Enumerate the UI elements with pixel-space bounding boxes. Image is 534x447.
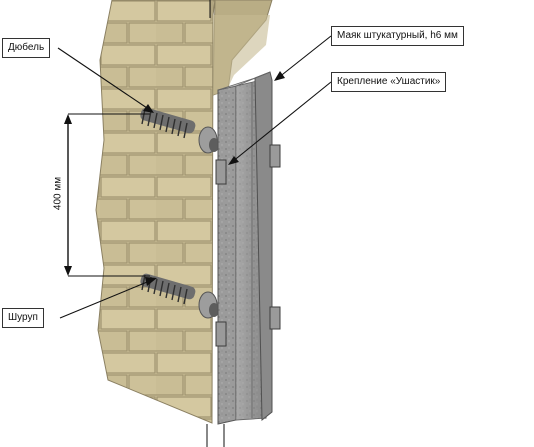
leader-screw — [59, 277, 157, 319]
dimension-line — [64, 113, 150, 277]
leader-clip — [228, 81, 332, 165]
brick-wall — [95, 0, 273, 424]
screw-label: Шуруп — [2, 308, 44, 328]
leader-beacon — [274, 35, 332, 81]
dimension-label: 400 мм — [52, 176, 64, 211]
clip-bottom — [215, 306, 281, 347]
leader-dowel — [57, 47, 154, 113]
dowel-top — [140, 107, 219, 154]
clip-top — [215, 144, 281, 185]
plaster-beacon-profile — [217, 71, 273, 425]
section-lines — [206, 0, 225, 447]
beacon-label: Маяк штукатурный, h6 мм — [331, 26, 464, 46]
dowel-label: Дюбель — [2, 38, 51, 58]
clip-label: Крепление «Ушастик» — [331, 72, 447, 92]
